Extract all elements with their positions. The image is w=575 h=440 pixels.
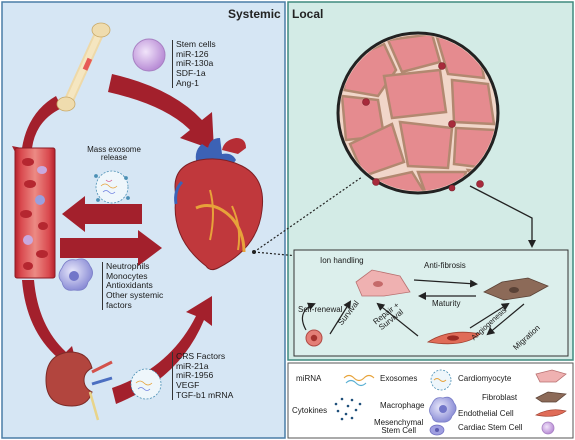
fibroblast-cell xyxy=(483,277,549,301)
stem-factors-list: Stem cells miR-126 miR-130a SDF-1a Ang-1 xyxy=(172,39,216,89)
kidney-illustration xyxy=(45,351,113,421)
systemic-factor-item: Monocytes xyxy=(106,270,148,281)
msc-legend-icon xyxy=(429,424,445,436)
systemic-panel-title: Systemic xyxy=(228,7,281,21)
maturity-label: Maturity xyxy=(432,299,461,308)
crs-factor-item: TGF-b1 mRNA xyxy=(176,389,234,400)
stem-factor-item: miR-126 xyxy=(176,48,209,59)
endothelial-legend-icon xyxy=(535,409,567,417)
legend-msc-label: Mesenchymal Stem Cell xyxy=(374,418,424,436)
exosome-release-label: Mass exosome release xyxy=(87,145,141,163)
macrophage-icon xyxy=(58,258,93,291)
crs-factors-list: CRS Factors miR-21a miR-1956 VEGF TGF-b1… xyxy=(172,351,234,401)
stem-cell-icon xyxy=(132,38,166,72)
systemic-factors-list: Neutrophils Monocytes Antioxidants Other… xyxy=(102,261,164,311)
cytokine-legend-icon xyxy=(334,397,362,421)
legend-icons xyxy=(334,369,567,436)
legend-mirna-label: miRNA xyxy=(296,374,322,383)
legend-fibroblast-label: Fibroblast xyxy=(482,393,518,402)
cardiomyocyte-cell xyxy=(355,269,411,297)
systemic-factor-item: factors xyxy=(106,299,132,310)
crs-factor-item: miR-21a xyxy=(176,360,209,371)
crs-factor-item: VEGF xyxy=(176,379,200,390)
cardiac-stem-cell-legend-icon xyxy=(541,421,555,435)
stem-factor-item: Stem cells xyxy=(176,39,216,49)
legend-endothelial-label: Endothelial Cell xyxy=(458,409,514,418)
circle-to-process-arrow xyxy=(469,185,536,248)
systemic-factor-item: Neutrophils xyxy=(106,261,150,271)
legend-exosomes-label: Exosomes xyxy=(380,374,418,383)
endothelial-cell xyxy=(426,331,481,345)
anti-fibrosis-label: Anti-fibrosis xyxy=(424,261,466,270)
stem-factor-item: miR-130a xyxy=(176,58,214,69)
zoom-line-upper xyxy=(253,176,363,253)
arrow-bone-to-heart xyxy=(108,74,214,150)
legend-panel xyxy=(287,362,574,439)
arrow-vessel-to-kidney xyxy=(22,280,78,370)
legend-cardiomyocyte-label: Cardiomyocyte xyxy=(458,374,512,383)
macrophage-legend-icon xyxy=(429,396,457,423)
stem-factor-item: Ang-1 xyxy=(176,77,199,88)
self-renewal-label: Self-renewal xyxy=(298,305,343,314)
legend-cardiac-stem-cell-label: Cardiac Stem Cell xyxy=(458,423,523,432)
process-arrows xyxy=(301,279,525,337)
legend-cytokines-label: Cytokines xyxy=(292,406,328,415)
systemic-factor-item: Other systemic xyxy=(106,289,164,300)
fibroblast-legend-icon xyxy=(535,391,567,403)
legend-macrophage-label: Macrophage xyxy=(380,401,425,410)
blood-vessel-illustration xyxy=(14,147,56,279)
crs-factor-item: CRS Factors xyxy=(176,351,226,361)
kidney-exosome-icon xyxy=(130,368,162,400)
local-panel-title: Local xyxy=(292,7,324,21)
cardiomyocyte-legend-icon xyxy=(535,369,567,383)
arrow-heart-to-vessel xyxy=(62,196,142,232)
mirna-icon xyxy=(343,374,375,382)
exosome-legend-icon xyxy=(430,369,452,391)
systemic-factor-item: Antioxidants xyxy=(106,280,153,291)
cardiac-stem-cell xyxy=(305,329,323,347)
stem-factor-item: SDF-1a xyxy=(176,67,206,78)
crs-factor-item: miR-1956 xyxy=(176,370,214,381)
exosome-cluster-icon xyxy=(94,170,130,204)
arrow-vessel-to-heart xyxy=(60,230,162,266)
bone-illustration xyxy=(56,22,111,112)
ion-handling-label: Ion handling xyxy=(320,256,364,265)
process-box xyxy=(293,249,569,357)
arrow-kidney-to-heart xyxy=(112,296,212,404)
heart-illustration xyxy=(174,138,264,271)
